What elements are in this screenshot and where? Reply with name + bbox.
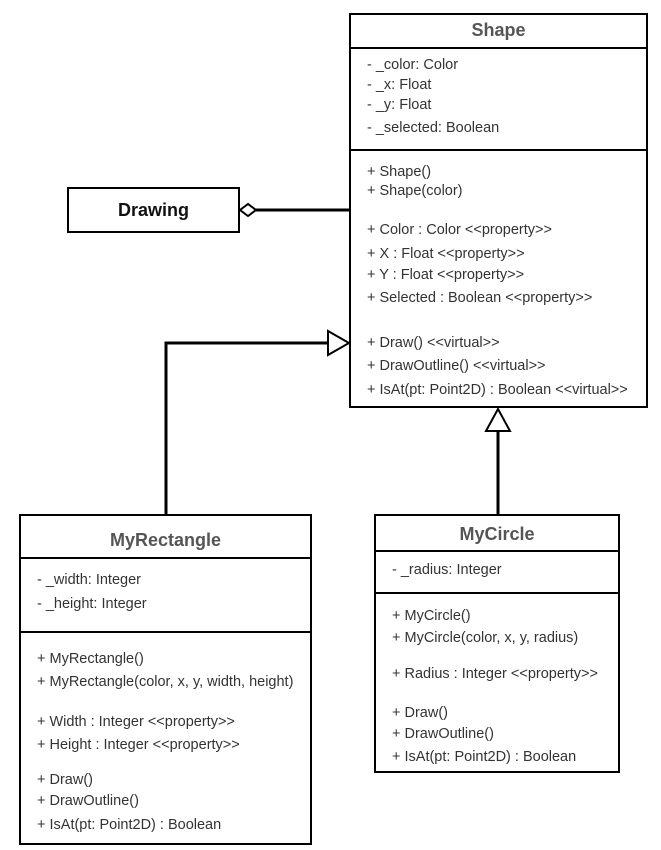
myrectangle-operation: + DrawOutline() xyxy=(37,793,139,809)
drawing-class[interactable]: Drawing xyxy=(67,187,240,233)
drawing-class-title: Drawing xyxy=(117,199,189,220)
shape-operation: + IsAt(pt: Point2D) : Boolean <<virtual>… xyxy=(367,382,628,398)
myrectangle-operation: + Width : Integer <<property>> xyxy=(37,714,235,730)
myrectangle-operation: + MyRectangle() xyxy=(37,651,144,667)
myrectangle-operation: + MyRectangle(color, x, y, width, height… xyxy=(37,674,294,690)
mycircle-class-title: MyCircle xyxy=(459,524,535,544)
shape-operation: + Selected : Boolean <<property>> xyxy=(367,290,593,306)
aggregation-diamond xyxy=(238,202,258,218)
circle-inheritance-arrowhead xyxy=(484,406,512,432)
shape-attribute: - _color: Color xyxy=(367,57,459,73)
shape-attribute: - _y: Float xyxy=(367,97,432,113)
mycircle-title-divider xyxy=(376,550,618,552)
mycircle-operation: + MyCircle(color, x, y, radius) xyxy=(392,630,579,646)
mycircle-operation: + Draw() xyxy=(392,705,448,721)
shape-title-divider xyxy=(351,47,646,49)
myrectangle-attribute: - _height: Integer xyxy=(37,596,147,612)
shape-operation: + X : Float <<property>> xyxy=(367,246,525,262)
shape-attributes-divider xyxy=(351,149,646,151)
myrectangle-class[interactable]: MyRectangle - _width: Integer - _height:… xyxy=(19,514,312,845)
myrectangle-attributes-divider xyxy=(21,631,310,633)
shape-operation: + Color : Color <<property>> xyxy=(367,222,552,238)
shape-operation: + Shape(color) xyxy=(367,183,463,199)
shape-attribute: - _selected: Boolean xyxy=(367,120,500,136)
rectangle-inheritance-arrowhead xyxy=(327,329,352,357)
shape-operation: + Shape() xyxy=(367,164,432,180)
shape-class-title: Shape xyxy=(471,20,526,40)
shape-operation: + Draw() <<virtual>> xyxy=(367,335,500,351)
rectangle-inheritance-line xyxy=(164,341,328,514)
mycircle-operation: + DrawOutline() xyxy=(392,726,494,742)
shape-attribute: - _x: Float xyxy=(367,77,432,93)
shape-operation: + DrawOutline() <<virtual>> xyxy=(367,358,546,374)
shape-class[interactable]: Shape - _color: Color - _x: Float - _y: … xyxy=(349,13,648,408)
shape-operation: + Y : Float <<property>> xyxy=(367,267,525,283)
myrectangle-title-divider xyxy=(21,557,310,559)
myrectangle-operation: + Draw() xyxy=(37,772,93,788)
myrectangle-attribute: - _width: Integer xyxy=(37,572,141,588)
mycircle-class[interactable]: MyCircle - _radius: Integer + MyCircle()… xyxy=(374,514,620,773)
myrectangle-operation: + IsAt(pt: Point2D) : Boolean xyxy=(37,817,222,833)
mycircle-operation: + IsAt(pt: Point2D) : Boolean xyxy=(392,749,577,765)
myrectangle-class-title: MyRectangle xyxy=(109,530,222,550)
mycircle-operation: + MyCircle() xyxy=(392,608,471,624)
mycircle-operation: + Radius : Integer <<property>> xyxy=(392,666,598,682)
myrectangle-operation: + Height : Integer <<property>> xyxy=(37,737,240,753)
mycircle-attributes-divider xyxy=(376,592,618,594)
mycircle-attribute: - _radius: Integer xyxy=(392,562,502,578)
